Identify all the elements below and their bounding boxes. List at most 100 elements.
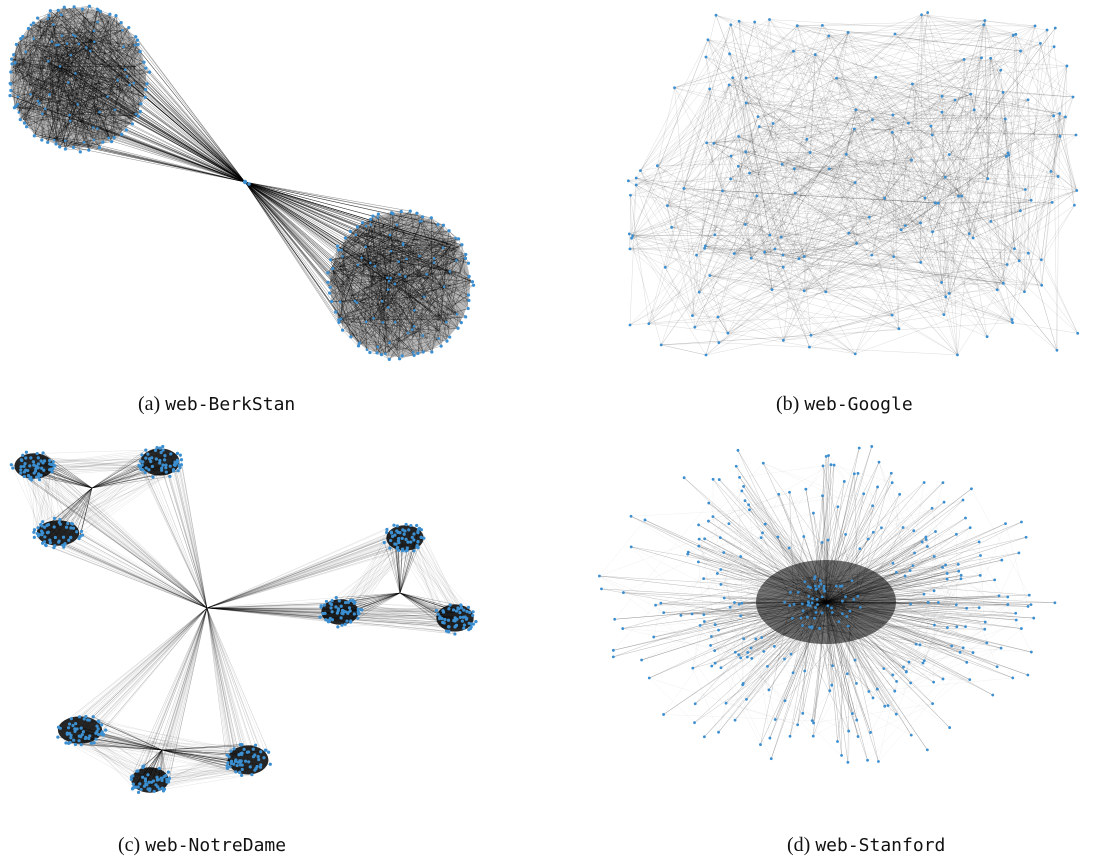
edge — [100, 11, 124, 47]
edge — [795, 24, 984, 194]
edge — [25, 469, 208, 609]
edge — [825, 462, 880, 603]
edge — [842, 493, 864, 614]
edge — [417, 547, 444, 611]
edge — [630, 516, 827, 603]
edge — [706, 142, 894, 257]
edge — [434, 238, 459, 259]
edge — [126, 129, 246, 183]
edge — [43, 49, 90, 96]
edge — [59, 459, 182, 542]
edge — [811, 602, 868, 761]
edge — [206, 607, 461, 618]
berkstan-edges — [9, 5, 474, 360]
edge — [329, 229, 367, 288]
edge — [705, 245, 856, 355]
edge — [206, 607, 232, 752]
caption-b-label: (b) — [776, 393, 800, 415]
edge — [206, 607, 253, 775]
edge — [920, 197, 926, 223]
edge — [69, 607, 208, 725]
edge — [793, 536, 805, 605]
node — [29, 456, 33, 460]
edge — [366, 274, 450, 286]
edge — [399, 592, 440, 619]
edge — [206, 603, 331, 609]
edge — [692, 248, 776, 316]
edge — [53, 24, 122, 91]
edge — [412, 221, 422, 240]
edge — [145, 97, 246, 183]
node — [1058, 112, 1062, 115]
edge — [331, 296, 425, 302]
node — [737, 135, 741, 138]
edge — [745, 102, 771, 236]
edge — [244, 181, 356, 235]
edge — [11, 58, 136, 67]
edge — [97, 607, 208, 722]
edge — [912, 65, 1067, 85]
edge — [1005, 118, 1007, 157]
edge — [949, 293, 1013, 323]
edge — [111, 129, 127, 142]
edge — [66, 43, 70, 116]
edge — [29, 478, 208, 609]
node — [47, 59, 50, 63]
edge — [85, 738, 231, 768]
edge — [657, 84, 730, 166]
edge — [846, 154, 1025, 292]
edge — [704, 155, 732, 249]
edge — [338, 258, 435, 323]
edge — [145, 467, 208, 609]
edge — [749, 173, 773, 290]
node — [77, 42, 81, 46]
edge — [161, 749, 228, 756]
node — [19, 36, 23, 41]
node — [52, 23, 55, 26]
edge — [825, 264, 1008, 293]
edge — [348, 602, 462, 609]
edge — [459, 244, 463, 274]
edge — [68, 82, 246, 183]
edge — [70, 742, 242, 745]
edge — [12, 66, 136, 68]
edge — [705, 245, 773, 290]
edge — [757, 116, 894, 257]
edge — [351, 259, 459, 296]
node — [375, 351, 379, 355]
edge — [683, 188, 906, 226]
edge — [836, 77, 1020, 261]
edge — [82, 464, 182, 536]
edge — [722, 190, 939, 204]
edge — [14, 18, 48, 108]
edge — [781, 236, 893, 316]
edge — [367, 245, 390, 282]
node — [395, 223, 399, 226]
edge — [698, 126, 760, 293]
node — [947, 153, 951, 156]
edge — [331, 592, 401, 605]
edge — [848, 232, 1013, 323]
edge — [370, 244, 444, 323]
edge — [93, 607, 208, 717]
edge — [365, 246, 386, 321]
edge — [405, 276, 458, 315]
edge — [46, 469, 50, 526]
node — [247, 760, 251, 764]
edge — [715, 601, 827, 664]
edge — [20, 38, 27, 127]
node — [442, 285, 446, 288]
edge — [331, 262, 371, 302]
node — [38, 102, 41, 105]
edge — [29, 71, 150, 86]
node — [411, 351, 415, 354]
edge — [846, 154, 946, 297]
edge — [94, 742, 235, 750]
node — [123, 68, 127, 71]
edge — [97, 82, 134, 129]
edge — [954, 93, 971, 101]
edge — [421, 264, 450, 272]
edge — [399, 529, 404, 594]
edge — [351, 221, 377, 323]
node — [388, 341, 391, 345]
